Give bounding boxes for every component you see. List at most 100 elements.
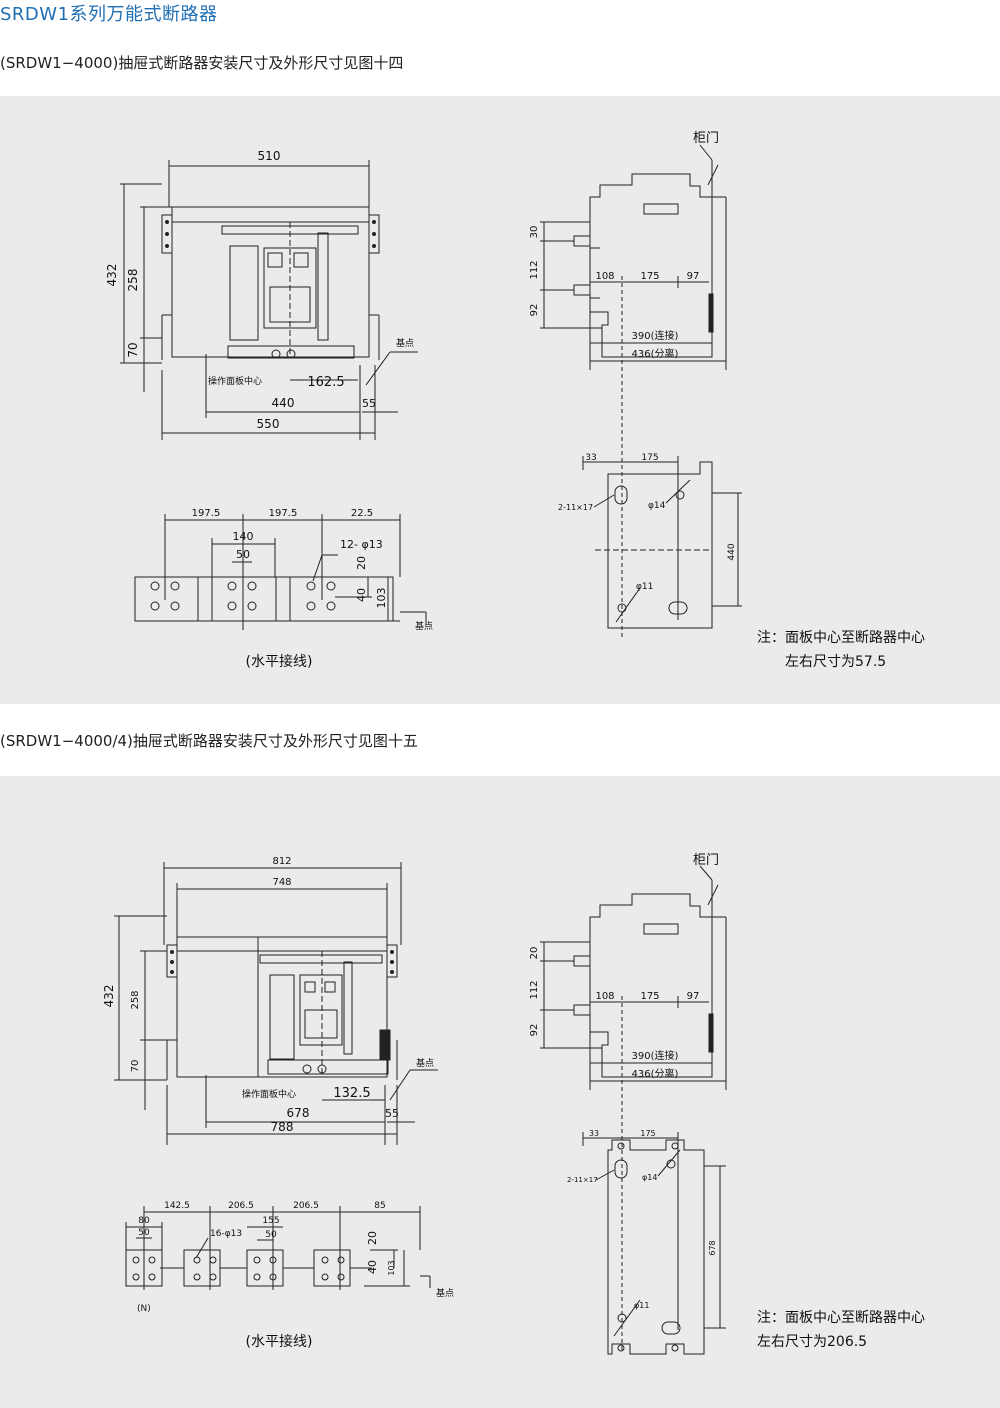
dim-678-bottom: 678: [708, 1240, 717, 1255]
note-1-line1: 注：面板中心至断路器中心: [757, 630, 925, 646]
drawing-panel-1: 510 432 258 70 操作面板中心 162.5 440 55 550 基…: [0, 96, 1000, 704]
dim-197-5-b: 197.5: [269, 508, 298, 519]
front-dimensions-2: [114, 862, 438, 1145]
dim-258: 258: [126, 269, 140, 292]
label-base-point-busbar-2: 基点: [436, 1287, 454, 1299]
note-1: 注：面板中心至断路器中心 左右尺寸为57.5: [757, 626, 925, 674]
dim-550: 550: [257, 417, 280, 431]
dim-436: 436(分离): [632, 347, 679, 360]
dim-103-2: 103: [387, 1260, 396, 1275]
page-title: SRDW1系列万能式断路器: [0, 4, 218, 25]
dim-206-5-b: 206.5: [293, 1201, 319, 1211]
label-phi14: φ14: [648, 501, 666, 511]
dim-812: 812: [272, 856, 291, 867]
label-phi11-2: φ11: [634, 1301, 649, 1310]
note-2-line1: 注：面板中心至断路器中心: [757, 1310, 925, 1326]
dim-22-5: 22.5: [351, 508, 373, 519]
dim-108-2: 108: [595, 991, 614, 1002]
label-cabinet-door-1: 柜门: [693, 131, 719, 146]
label-base-point-busbar: 基点: [415, 620, 433, 632]
dim-20: 20: [355, 556, 368, 570]
dim-55: 55: [362, 397, 376, 410]
front-dimensions-1: [120, 160, 418, 440]
dim-440-bottom: 440: [727, 543, 737, 560]
dim-206-5-a: 206.5: [228, 1201, 254, 1211]
busbar-view-2: [125, 1206, 431, 1290]
dim-197-5-a: 197.5: [192, 508, 221, 519]
dim-678: 678: [287, 1106, 310, 1120]
label-phi11: φ11: [636, 582, 653, 592]
front-view-1: [161, 206, 380, 360]
dim-390-2: 390(连接): [632, 1049, 679, 1062]
dim-55-2: 55: [385, 1107, 399, 1120]
dim-162-5: 162.5: [307, 375, 344, 390]
dim-40: 40: [355, 588, 368, 602]
dim-50-a: 50: [138, 1228, 150, 1238]
dim-20-side: 20: [529, 947, 540, 960]
caption-horizontal-wiring: (水平接线): [246, 653, 313, 670]
dim-112-2: 112: [529, 980, 540, 999]
label-phi14-2: φ14: [642, 1173, 657, 1182]
label-holes-2: 16-φ13: [210, 1229, 242, 1239]
dim-97-2: 97: [687, 991, 700, 1002]
dim-40-2: 40: [366, 1260, 379, 1274]
dim-175-bottom: 175: [641, 453, 658, 463]
label-base-point: 基点: [396, 337, 414, 349]
dim-510: 510: [258, 149, 281, 163]
dim-70-2: 70: [130, 1060, 141, 1073]
dim-103: 103: [375, 588, 388, 609]
dim-140: 140: [233, 530, 254, 543]
label-slot: 2-11×17: [558, 503, 593, 512]
note-2: 注：面板中心至断路器中心 左右尺寸为206.5: [757, 1306, 925, 1354]
section-2-title: (SRDW1−4000/4)抽屉式断路器安装尺寸及外形尺寸见图十五: [0, 732, 418, 750]
dim-50: 50: [236, 548, 250, 561]
dim-92: 92: [529, 304, 540, 317]
section-1-title: (SRDW1−4000)抽屉式断路器安装尺寸及外形尺寸见图十四: [0, 54, 404, 72]
dim-132-5: 132.5: [333, 1086, 370, 1101]
dim-20-2: 20: [366, 1231, 379, 1245]
dim-788: 788: [271, 1120, 294, 1134]
dim-390: 390(连接): [632, 329, 679, 342]
drawing-panel-2: 812 748 432 258 70 操作面板中心 132.5 678 55 7…: [0, 776, 1000, 1408]
dim-175-bottom-2: 175: [640, 1129, 655, 1138]
busbar-view-1: [134, 514, 427, 630]
dim-436-2: 436(分离): [632, 1067, 679, 1080]
dim-258-2: 258: [130, 990, 141, 1009]
drawing-1-svg: 510 432 258 70 操作面板中心 162.5 440 55 550 基…: [105, 131, 742, 670]
dim-30: 30: [529, 226, 540, 239]
dim-155: 155: [262, 1216, 279, 1226]
dim-70: 70: [126, 342, 140, 357]
dim-112: 112: [529, 260, 540, 279]
label-holes: 12- φ13: [340, 538, 383, 551]
dim-92-2: 92: [529, 1024, 540, 1037]
label-panel-center: 操作面板中心: [208, 375, 262, 387]
dim-175: 175: [640, 271, 659, 282]
dim-85: 85: [374, 1201, 385, 1211]
bottom-view-2: [582, 1132, 726, 1355]
note-2-line2: 左右尺寸为206.5: [757, 1334, 868, 1350]
dim-33: 33: [585, 453, 596, 463]
bottom-view-1: [582, 456, 742, 629]
dim-175-2: 175: [640, 991, 659, 1002]
dim-142-5: 142.5: [164, 1201, 190, 1211]
side-view-1: [540, 144, 727, 640]
dim-80: 80: [138, 1216, 150, 1226]
dim-108: 108: [595, 271, 614, 282]
label-panel-center-2: 操作面板中心: [242, 1088, 296, 1100]
note-1-line2: 左右尺寸为57.5: [785, 654, 887, 670]
dim-440: 440: [272, 396, 295, 410]
label-neutral: (N): [137, 1304, 151, 1314]
dim-748: 748: [272, 877, 291, 888]
dim-50-b: 50: [265, 1230, 277, 1240]
side-view-2: [540, 865, 727, 1350]
drawing-2-svg: 812 748 432 258 70 操作面板中心 132.5 678 55 7…: [102, 853, 727, 1355]
caption-horizontal-wiring-2: (水平接线): [246, 1333, 313, 1350]
label-cabinet-door-2: 柜门: [693, 853, 719, 868]
dim-432-2: 432: [102, 985, 116, 1008]
front-view-2: [166, 936, 398, 1080]
dim-33-2: 33: [589, 1129, 599, 1138]
dim-432: 432: [105, 264, 119, 287]
dim-97: 97: [687, 271, 700, 282]
label-base-point-2: 基点: [416, 1057, 434, 1069]
label-slot-2: 2-11×17: [567, 1176, 598, 1184]
